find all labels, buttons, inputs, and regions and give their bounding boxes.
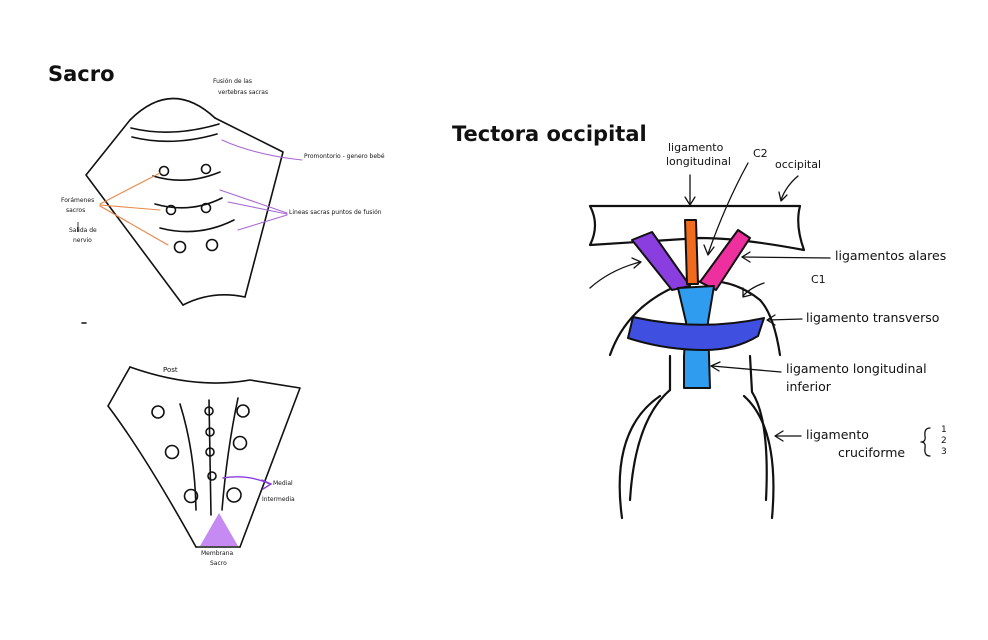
- foramina-leader-line-1: [99, 172, 161, 205]
- membrana-label-line1: Membrana: [201, 550, 234, 557]
- sacrum-anterior-outline: [85, 97, 284, 306]
- arrow-alar-left-head: [631, 257, 642, 269]
- occipital-label: occipital: [775, 158, 822, 171]
- ligamento-longitudinal-inferior-label-line1: ligamento longitudinal: [786, 361, 927, 376]
- ligamento-longitudinal-label-line2: longitudinal: [666, 155, 731, 168]
- arrow-occipital: [780, 175, 799, 201]
- arrow-alar-left: [589, 261, 641, 289]
- arrow-longitudinal-head: [684, 196, 696, 206]
- medial-label: Medial: [273, 480, 293, 487]
- ligamento-cruciforme-label-line2: cruciforme: [838, 445, 906, 460]
- arrow-c2: [707, 162, 749, 255]
- fusion-label-line1: Fusión de las: [213, 78, 252, 85]
- c1-label: C1: [811, 273, 826, 286]
- fusion-label-line2: vertebras sacras: [218, 89, 269, 96]
- salida-label-line1: Salida de: [69, 227, 97, 234]
- foramina-leader-line-3: [99, 205, 169, 246]
- arrow-transverso: [767, 318, 803, 321]
- membrana-triangle: [200, 513, 238, 546]
- lineas-leader-line-3: [237, 214, 288, 231]
- ligamento-alar-left: [631, 231, 691, 291]
- arrow-c1-head: [742, 287, 752, 298]
- salida-label-line2: nervio: [73, 237, 92, 244]
- sacrum-posterior-outline: [107, 366, 301, 548]
- post-label: Post: [163, 366, 178, 374]
- arrow-cruciforme-head: [774, 430, 784, 442]
- forameners-label-line2: sacros: [66, 207, 86, 214]
- axis-right-outer: [742, 394, 775, 520]
- arrow-c1: [742, 282, 765, 297]
- lineas-label: Lineas sacras puntos de fusión: [289, 209, 382, 216]
- medial-arrowhead: [261, 479, 273, 490]
- axis-left-outer: [618, 394, 662, 520]
- ligamento-cruciforme-label-line1: ligamento: [806, 427, 869, 442]
- ligamento-longitudinal: [684, 219, 699, 285]
- arrow-alares-head: [741, 251, 751, 263]
- posterior-crests: [179, 397, 239, 516]
- cruciforme-number-3: 3: [941, 447, 947, 457]
- lineas-leader-line-1: [219, 189, 288, 214]
- foramina-leader-line-2: [99, 204, 161, 211]
- sacro-title: Sacro: [48, 62, 115, 86]
- arrow-alares: [741, 256, 831, 259]
- ligamento-transverso-label: ligamento transverso: [806, 310, 940, 325]
- arrow-occipital-head: [778, 191, 788, 202]
- sacral-lines: [152, 171, 235, 233]
- cruciforme-number-2: 2: [941, 436, 947, 446]
- posterior-foramina: [151, 404, 250, 504]
- cruciforme-brace: [920, 427, 931, 457]
- lineas-leader-line-2: [227, 201, 288, 215]
- arrow-inferior: [711, 365, 782, 373]
- ligamento-longitudinal-inferior-label-line2: inferior: [786, 379, 831, 394]
- sacral-foramina: [158, 163, 219, 254]
- forameners-label-line1: Forámenes: [61, 197, 95, 204]
- fusion-leader-line: [221, 139, 303, 161]
- intermedia-label: Intermedia: [262, 496, 295, 503]
- membrana-label-line2: Sacro: [210, 560, 227, 567]
- arrow-transverso-head: [766, 314, 776, 326]
- c2-label: C2: [753, 147, 768, 160]
- ligamentos-alares-label: ligamentos alares: [835, 248, 947, 263]
- axis-left-inner: [628, 354, 672, 502]
- arrow-inferior-head: [710, 361, 721, 372]
- promontorio-label: Promontorio - genero bebé: [304, 153, 385, 160]
- tectora-title: Tectora occipital: [452, 122, 647, 146]
- ligamento-transverso: [627, 316, 765, 351]
- cruciforme-number-1: 1: [941, 425, 947, 435]
- arrow-c2-head: [703, 244, 715, 256]
- ligamento-longitudinal-label-line1: ligamento: [668, 141, 724, 154]
